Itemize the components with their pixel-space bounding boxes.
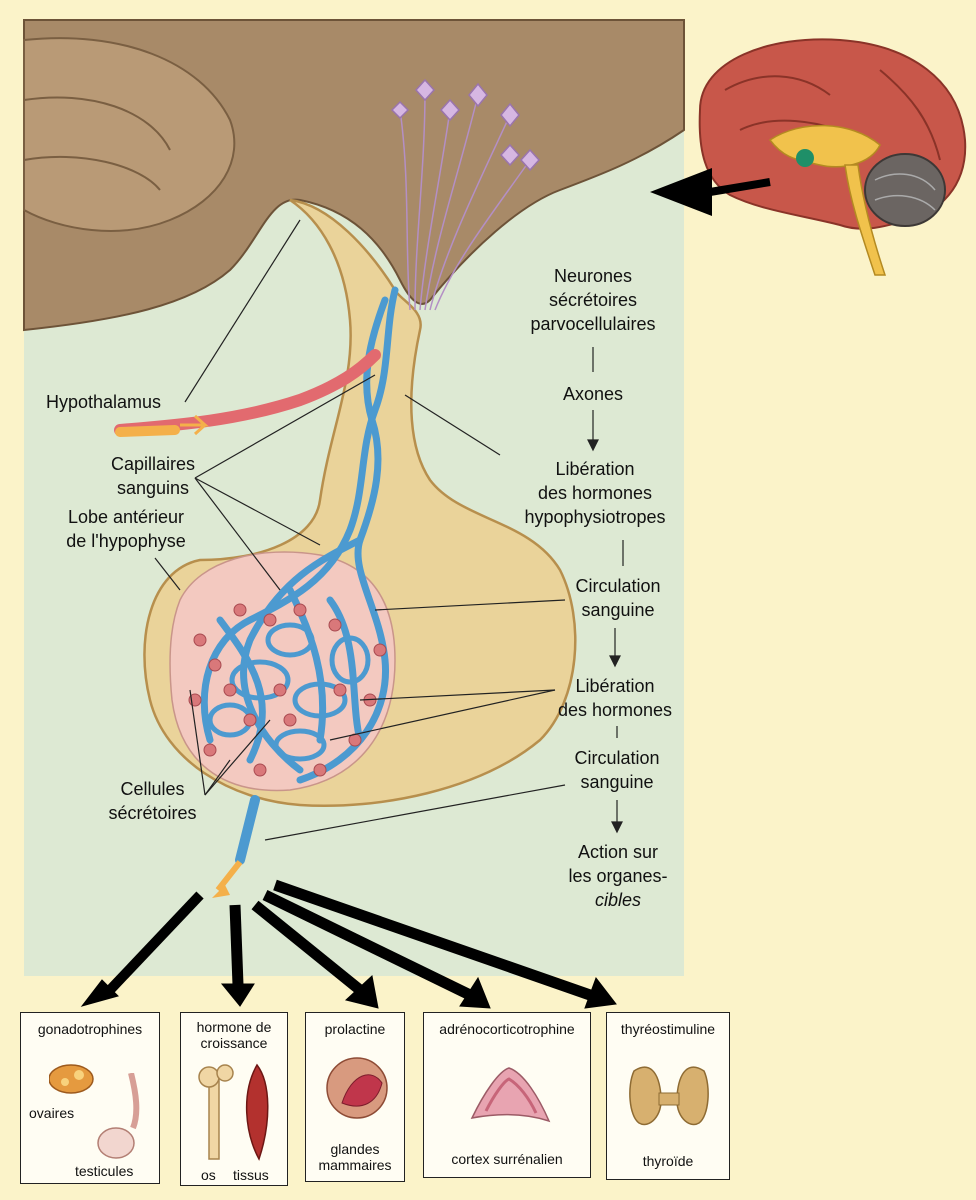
label-lobe-line2: de l'hypophyse: [46, 529, 206, 553]
flow-liberation-2-line2: des hormones: [545, 698, 685, 722]
label-capillaires-line2: sanguins: [88, 476, 218, 500]
label-capillaires: Capillaires sanguins: [88, 452, 218, 500]
box-gonadotrophines: gonadotrophines ovaires testicules: [20, 1012, 160, 1184]
flow-action: Action sur les organes- cibles: [553, 840, 683, 912]
box-gonadotrophines-title: gonadotrophines: [21, 1021, 159, 1037]
flow-circulation-2-line2: sanguine: [557, 770, 677, 794]
flow-circulation-1: Circulation sanguine: [558, 574, 678, 622]
box-thyreostimuline: thyréostimuline thyroïde: [606, 1012, 730, 1180]
flow-neurones-line2: sécrétoires: [518, 288, 668, 312]
mammary-gland-icon: [322, 1053, 392, 1123]
flow-neurones: Neurones sécrétoires parvocellulaires: [518, 264, 668, 336]
box-prolactine-title: prolactine: [306, 1021, 404, 1037]
flow-liberation-1-line3: hypophysiotropes: [500, 505, 690, 529]
box-croissance-title-line1: hormone de: [181, 1019, 287, 1035]
flow-liberation-1: Libération des hormones hypophysiotropes: [500, 457, 690, 529]
thyroid-icon: [629, 1061, 709, 1131]
box-hormone-croissance: hormone de croissance os tissus: [180, 1012, 288, 1186]
flow-neurones-line3: parvocellulaires: [518, 312, 668, 336]
muscle-icon: [237, 1063, 277, 1163]
flow-liberation-1-line1: Libération: [500, 457, 690, 481]
box-adrenocorticotrophine: adrénocorticotrophine cortex surrénalien: [423, 1012, 591, 1178]
box-gonadotrophines-ovaires: ovaires: [29, 1105, 74, 1121]
label-lobe-anterieur: Lobe antérieur de l'hypophyse: [46, 505, 206, 553]
flow-circulation-1-line2: sanguine: [558, 598, 678, 622]
flow-action-line2: les organes-: [553, 864, 683, 888]
box-croissance-title-line2: croissance: [181, 1035, 287, 1051]
label-lobe-line1: Lobe antérieur: [46, 505, 206, 529]
box-tsh-title: thyréostimuline: [607, 1021, 729, 1037]
box-tsh-thyroide: thyroïde: [607, 1153, 729, 1169]
box-prolactine-glandes: glandes: [306, 1141, 404, 1157]
flow-neurones-line1: Neurones: [518, 264, 668, 288]
box-gonadotrophines-testicules: testicules: [75, 1163, 133, 1179]
flow-circulation-2: Circulation sanguine: [557, 746, 677, 794]
box-croissance-tissus: tissus: [233, 1167, 269, 1183]
flow-circulation-1-line1: Circulation: [558, 574, 678, 598]
label-cellules-line2: sécrétoires: [90, 801, 215, 825]
label-cellules: Cellules sécrétoires: [90, 777, 215, 825]
label-cellules-line1: Cellules: [90, 777, 215, 801]
box-acth-title: adrénocorticotrophine: [424, 1021, 590, 1037]
label-hypothalamus: Hypothalamus: [46, 390, 161, 414]
flow-action-line3: cibles: [553, 888, 683, 912]
box-prolactine: prolactine glandes mammaires: [305, 1012, 405, 1182]
box-prolactine-mammaires: mammaires: [306, 1157, 404, 1173]
adrenal-cortex-icon: [464, 1063, 554, 1133]
label-capillaires-line1: Capillaires: [88, 452, 218, 476]
flow-action-line1: Action sur: [553, 840, 683, 864]
box-croissance-os: os: [201, 1167, 216, 1183]
flow-liberation-1-line2: des hormones: [500, 481, 690, 505]
box-acth-cortex: cortex surrénalien: [424, 1151, 590, 1167]
flow-circulation-2-line1: Circulation: [557, 746, 677, 770]
flow-axones: Axones: [543, 382, 643, 406]
flow-liberation-2: Libération des hormones: [545, 674, 685, 722]
testis-icon: [91, 1073, 151, 1163]
brain-inset-icon: [700, 39, 966, 275]
flow-liberation-2-line1: Libération: [545, 674, 685, 698]
